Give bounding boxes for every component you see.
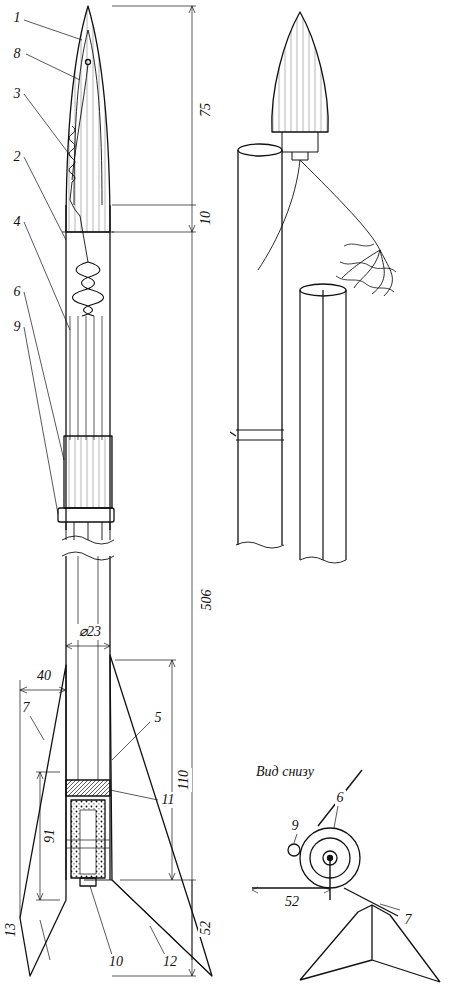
callout-number: 13 [3,921,19,939]
callout-number: 5 [153,710,164,726]
dimension: 91 [42,827,58,845]
view-caption: Вид снизу [254,764,316,780]
dimension: 110 [176,768,192,792]
dimension: 40 [35,668,53,684]
callout-number: 6 [335,790,346,806]
dimension: 75 [198,101,214,119]
dimension: 506 [198,588,214,613]
callout-number: 7 [403,912,414,928]
callout-number: 4 [12,214,23,230]
callout-number: 8 [12,46,23,62]
dimension: ⌀23 [77,624,103,640]
callout-number: 9 [12,319,23,335]
callout-number: 3 [12,86,23,102]
callout-number: 11 [160,792,177,808]
callout-number: 6 [12,284,23,300]
callout-number: 10 [107,954,125,970]
callout-number: 2 [12,149,23,165]
callout-number: 1 [12,10,23,26]
dimension: 10 [198,209,214,227]
dimension: 52 [198,919,214,937]
callout-number: 7 [21,700,32,716]
callout-number: 12 [161,954,179,970]
dimension: 52 [283,894,301,910]
callout-number: 9 [290,818,301,834]
